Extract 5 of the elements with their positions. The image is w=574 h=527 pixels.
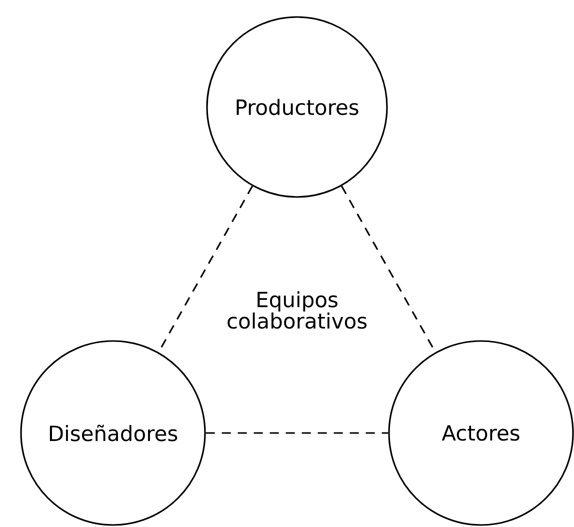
circle-node: Diseñadores — [20, 340, 206, 526]
circle-node: Productores — [206, 16, 388, 198]
center-label: Equipos colaborativos — [228, 291, 367, 329]
circle-node: Actores — [388, 340, 574, 526]
dashed-line — [206, 432, 388, 434]
